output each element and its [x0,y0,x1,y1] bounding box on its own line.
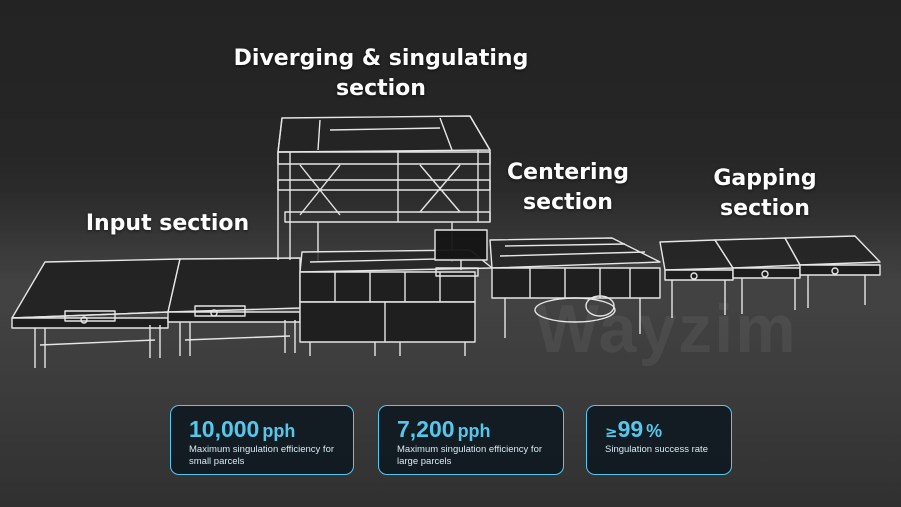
singulating-bed [299,249,493,356]
stat-number: 7,200 [397,416,455,442]
gapping-section-label: Gapping section [700,164,830,224]
centering-conveyor [489,237,661,338]
centering-label-line2: section [523,190,613,215]
stat-number: 99 [617,416,644,442]
stat-unit: % [646,421,663,441]
stat-unit: pph [262,421,296,441]
gapping-label-line2: section [720,196,810,221]
diverging-label-line1: Diverging & singulating [233,46,529,71]
diverging-label-line2: section [336,76,426,101]
stat-description: Maximum singulation efficiency for small… [189,444,335,467]
control-monitor [434,229,488,277]
stat-value: ≥99% [605,414,662,447]
diverging-section-label: Diverging & singulating section [226,44,536,104]
stat-description: Maximum singulation efficiency for large… [397,444,543,467]
centering-section-label: Centering section [498,158,638,218]
stat-number: 10,000 [189,416,260,442]
input-section-label: Input section [85,211,250,236]
gapping-conveyor [659,235,881,318]
centering-label-line1: Centering [507,160,629,185]
input-conveyor [11,257,301,368]
gapping-label-line1: Gapping [713,166,817,191]
stat-prefix: ≥ [605,423,618,441]
diverging-frame [277,115,491,262]
stat-unit: pph [457,421,491,441]
stat-description: Singulation success rate [605,444,708,455]
stat-card-success-rate: ≥99% Singulation success rate [586,405,732,475]
brand-watermark: Wayzim [535,291,798,367]
